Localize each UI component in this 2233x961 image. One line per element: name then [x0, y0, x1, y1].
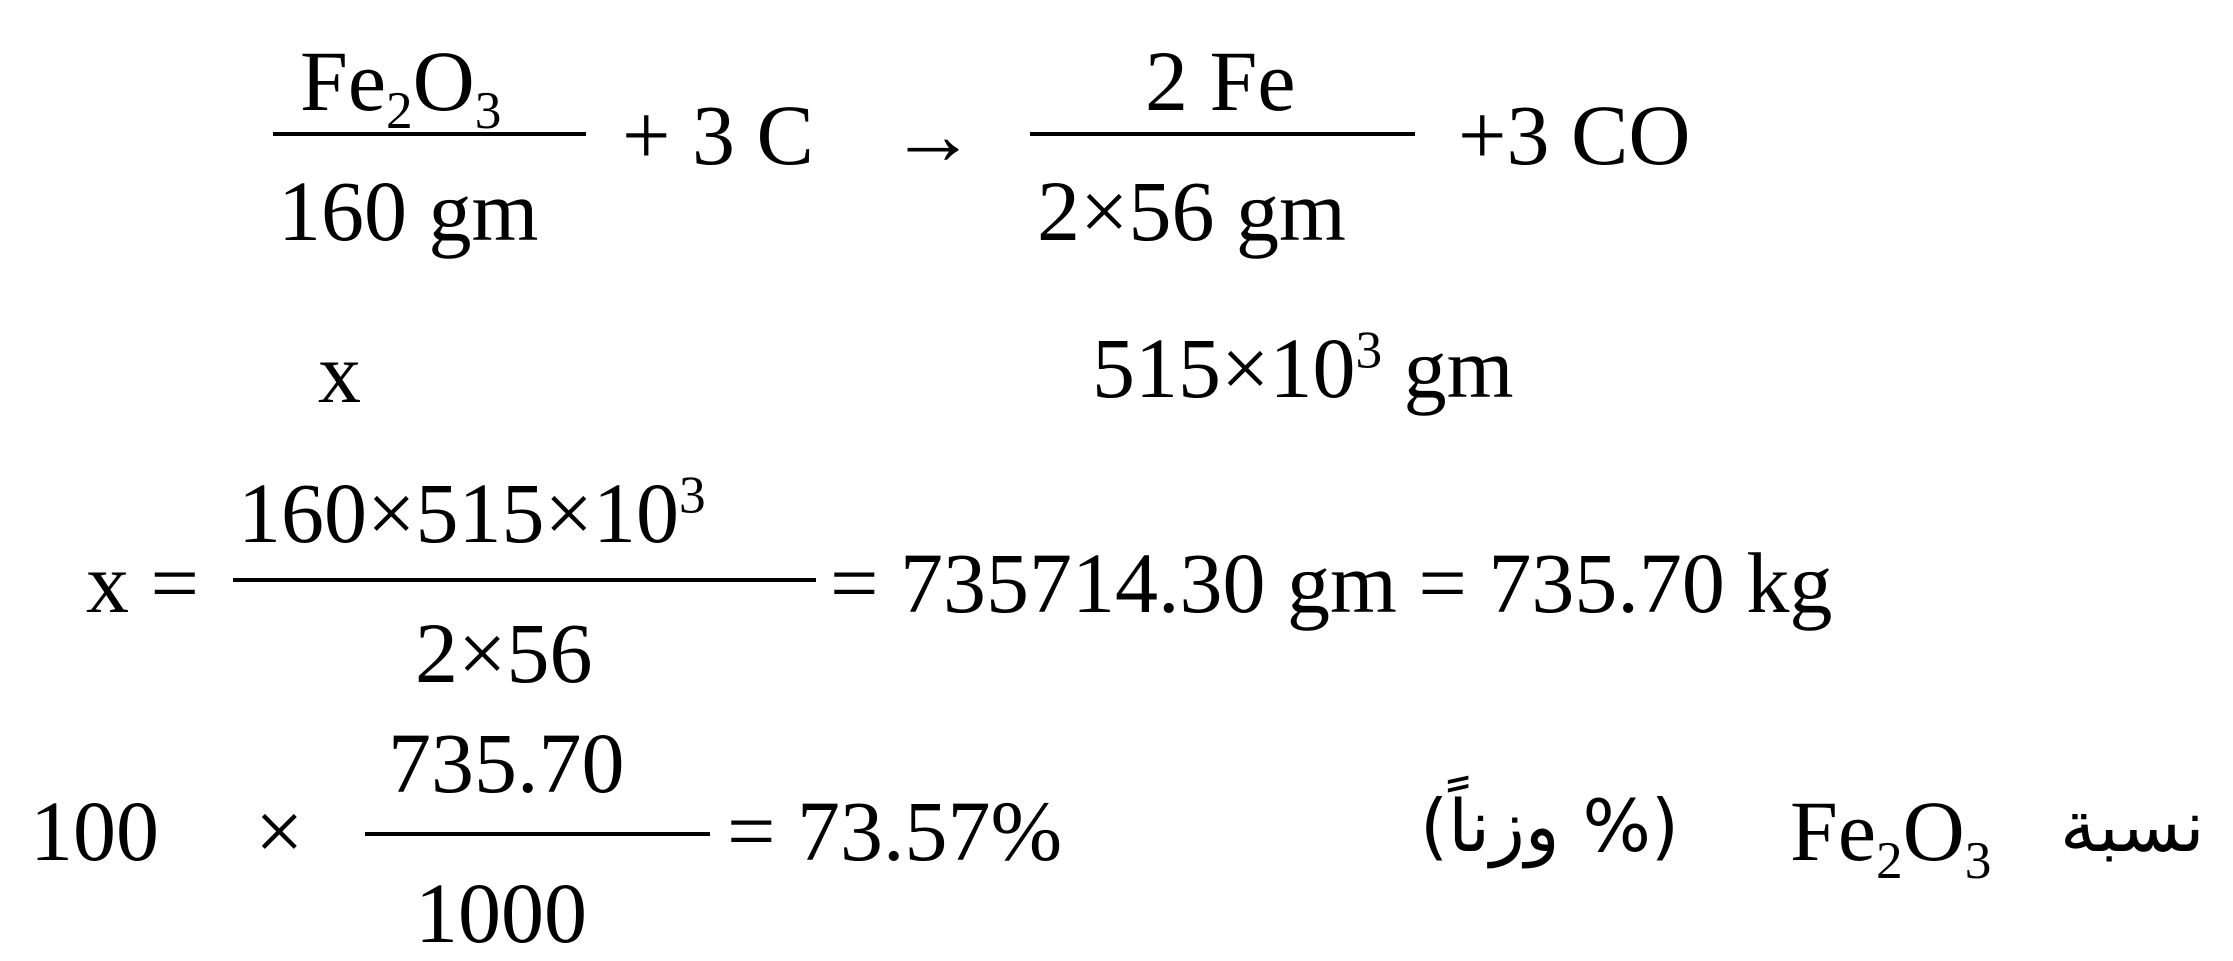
label-fe2o3-formula: Fe2O3 [1790, 783, 1992, 891]
fraction-bar-calc [233, 578, 816, 582]
percent-denominator: 1000 [415, 865, 587, 961]
percent-result: = 73.57% [727, 783, 1063, 879]
iron-mass-given: 515×103 gm [1092, 319, 1514, 416]
percent-numerator: 735.70 [388, 715, 625, 811]
fe2o3-mass: 160 gm [278, 163, 539, 259]
times-sign: × [255, 783, 304, 879]
fraction-bar-fe2o3 [273, 132, 586, 136]
unknown-x: x [318, 325, 361, 421]
plus-co: +3 CO [1458, 87, 1691, 183]
calc-denominator: 2×56 [415, 605, 593, 701]
fraction-bar-percent [365, 832, 710, 836]
calc-numerator: 160×515×103 [238, 464, 706, 561]
reaction-arrow: → [890, 87, 976, 183]
iron-numerator: 2 Fe [1145, 33, 1296, 129]
x-equals: x = [86, 535, 200, 631]
calc-result: = 735714.30 gm = 735.70 kg [830, 535, 1833, 631]
ratio-label-arabic: نسبة [2060, 784, 2205, 868]
weight-percent-label-arabic: (% وزناً) [1420, 784, 1679, 868]
fe2o3-formula: Fe2O3 [300, 33, 502, 141]
iron-denominator: 2×56 gm [1037, 163, 1346, 259]
hundred: 100 [30, 783, 159, 879]
fraction-bar-fe [1030, 132, 1415, 136]
plus-carbon: + 3 C [622, 87, 814, 183]
